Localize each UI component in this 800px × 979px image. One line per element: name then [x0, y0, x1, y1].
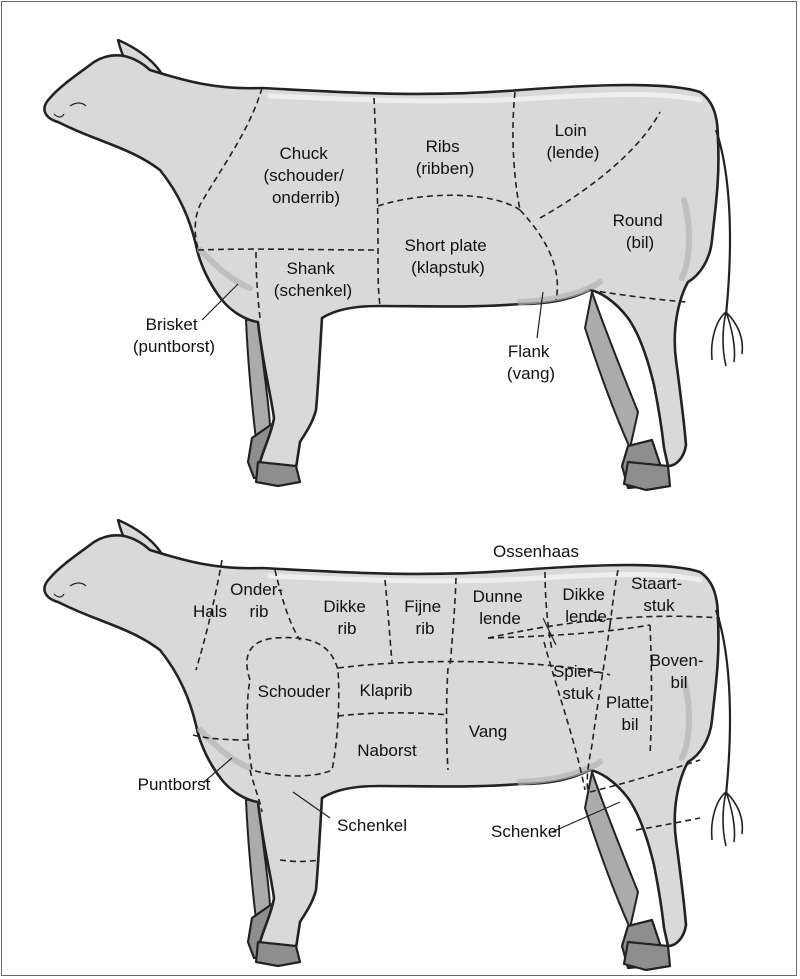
label-flank: Flank (vang): [507, 342, 555, 383]
cow-diagram-dutch: Hals Onder- rib Dikke rib Fijne rib Dunn…: [44, 520, 742, 970]
label-schouder: Schouder: [258, 682, 331, 701]
label-brisket: Brisket (puntborst): [133, 315, 215, 356]
label-ossenhaas: Ossenhaas: [493, 542, 579, 561]
label-schenkel-front: Schenkel: [337, 816, 407, 835]
cow-diagram-english: Chuck (schouder/ onderrib) Ribs (ribben)…: [44, 40, 742, 490]
label-schenkel-rear: Schenkel: [491, 822, 561, 841]
label-puntborst: Puntborst: [138, 775, 211, 794]
label-vang: Vang: [469, 722, 507, 741]
label-klaprib: Klaprib: [360, 681, 413, 700]
label-hals: Hals: [193, 602, 227, 621]
label-naborst: Naborst: [357, 741, 417, 760]
cow-silhouette-top: [44, 40, 742, 490]
